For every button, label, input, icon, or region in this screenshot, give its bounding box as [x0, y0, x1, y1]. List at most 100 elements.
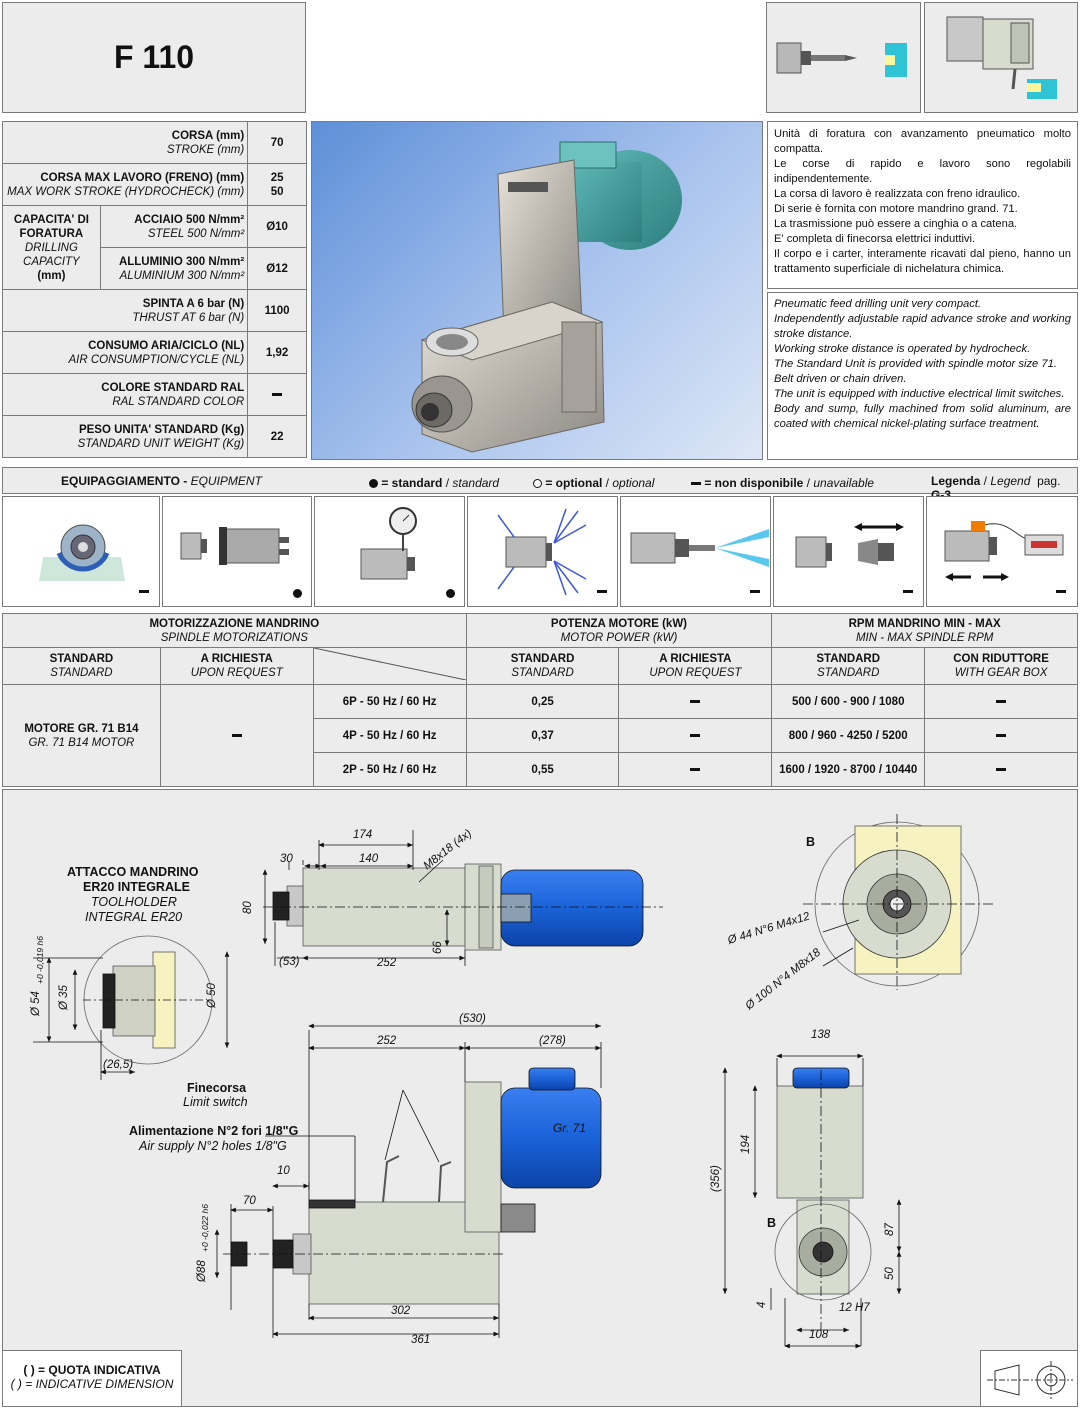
dim-50-front: 50 — [884, 1267, 896, 1280]
motor-row-power: 0,55 — [465, 752, 620, 787]
unavailable-dash-icon — [996, 767, 1007, 771]
description-it-box: Unità di foratura con avanzamento pneuma… — [767, 121, 1078, 289]
dim-phi100-holes: Ø 100 N°4 M8x18 — [743, 946, 824, 1013]
description-en-box: Pneumatic feed drilling unit very compac… — [767, 292, 1078, 460]
equipment-title: EQUIPAGGIAMENTO - EQUIPMENT — [61, 474, 262, 488]
spec-stroke-value: 70 — [247, 121, 307, 164]
spec-table: CORSA (mm)STROKE (mm) 70 CORSA MAX LAVOR… — [1, 121, 307, 458]
dim-phi35: Ø 35 — [58, 984, 70, 1011]
spec-steel-label-en: STEEL 500 N/mm² — [147, 227, 245, 240]
dim-70: 70 — [243, 1195, 256, 1207]
description-it-2: La corsa di lavoro è realizzata con fren… — [774, 188, 1021, 200]
limit-switch-label-it: Finecorsa — [187, 1081, 247, 1095]
unavailable-dash-icon — [231, 733, 242, 737]
dim-138: 138 — [811, 1029, 831, 1041]
air-supply-label-en: Air supply N°2 holes 1/8"G — [138, 1139, 287, 1153]
description-en-5: The unit is equipped with inductive elec… — [774, 388, 1065, 400]
dim-252-main: 252 — [376, 1035, 397, 1047]
unavailable-dash-icon — [690, 733, 701, 737]
subheader-power-standard-en: STANDARD — [511, 667, 574, 679]
dim-530: (530) — [459, 1013, 486, 1025]
spec-aluminium-label-en: ALUMINIUM 300 N/mm² — [119, 269, 245, 282]
equipment-status-1 — [137, 584, 151, 598]
product-photo — [311, 121, 763, 460]
dim-phi50: Ø 50 — [206, 982, 218, 1009]
subheader-power-request-en: UPON REQUEST — [649, 667, 742, 679]
hydraulic-brake-icon — [39, 524, 125, 581]
motor-row-poles: 4P - 50 Hz / 60 Hz — [312, 718, 467, 753]
description-en-1: Independently adjustable rapid advance s… — [774, 313, 1071, 340]
dim-phi88: Ø88 — [196, 1260, 208, 1283]
dim-53: (53) — [279, 956, 300, 968]
technical-drawing-panel: ATTACCO MANDRINO ER20 INTEGRALE TOOLHOLD… — [2, 789, 1078, 1407]
technical-drawing: ATTACCO MANDRINO ER20 INTEGRALE TOOLHOLD… — [30, 814, 993, 1349]
capacity-label-2: FORATURA — [19, 227, 84, 240]
dim-108: 108 — [809, 1329, 829, 1341]
subheader-standard: STANDARD — [49, 653, 114, 665]
electronic-control-icon — [944, 521, 1064, 581]
motor-row-rpm: 500 / 600 - 900 / 1080 — [771, 684, 926, 719]
description-en-6: Body and sump, fully machined from solid… — [774, 403, 1071, 430]
subheader-request-en: UPON REQUEST — [190, 667, 283, 679]
subheader-standard-en: STANDARD — [50, 667, 113, 679]
dim-174: 174 — [353, 829, 372, 841]
toolholder-label-it-2: ER20 INTEGRALE — [83, 880, 190, 894]
projection-symbol-icon — [987, 1361, 1073, 1399]
drilling-icon — [776, 42, 907, 77]
dim-phi44-holes: Ø 44 N°6 M4x12 — [725, 910, 811, 947]
unavailable-dash-icon — [597, 589, 607, 593]
footer-note: ( ) = QUOTA INDICATIVA ( ) = INDICATIVE … — [2, 1350, 182, 1407]
dim-361: 361 — [411, 1334, 430, 1346]
dim-356: (356) — [710, 1165, 722, 1192]
coolant-spray-icon — [497, 508, 587, 596]
subheader-rpm-standard: STANDARD — [816, 653, 881, 665]
equipment-cell-6 — [773, 496, 924, 607]
motor-row-rpm: 800 / 960 - 4250 / 5200 — [771, 718, 926, 753]
equipment-status-4 — [595, 584, 609, 598]
motor-row-power: 0,37 — [465, 718, 620, 753]
subheader-power-request: A RICHIESTA — [659, 653, 732, 665]
unavailable-dash-icon — [1056, 589, 1066, 593]
capacity-label-en-1: DRILLING — [24, 241, 78, 254]
spec-air-value: 1,92 — [247, 331, 307, 374]
unavailable-dash-icon — [272, 392, 283, 396]
multi-spindle-icon — [180, 527, 289, 565]
motor-row-power: 0,25 — [465, 684, 620, 719]
dim-phi54: Ø 54 — [30, 991, 42, 1017]
unavailable-dash-icon — [903, 589, 913, 593]
equipment-status-3 — [443, 586, 457, 600]
standard-dot-icon — [292, 588, 302, 598]
header-thumb-unit — [924, 2, 1078, 113]
unit-diagram-icon — [946, 16, 1057, 99]
dim-302: 302 — [391, 1305, 411, 1317]
motor-header-rpm-en: MIN - MAX SPINDLE RPM — [855, 631, 994, 644]
footer-note-it: ( ) = QUOTA INDICATIVA — [23, 1363, 161, 1377]
unavailable-dash-icon — [996, 699, 1007, 703]
description-it-4: La trasmissione può essere a cinghia o a… — [774, 218, 1018, 230]
dim-26-5: (26,5) — [103, 1059, 133, 1071]
unavailable-dash-icon — [690, 767, 701, 771]
description-en-3: The Standard Unit is provided with spind… — [774, 358, 1057, 370]
equipment-status-7 — [1054, 584, 1068, 598]
unavailable-dash-icon — [690, 699, 701, 703]
optional-circle-icon — [533, 479, 542, 489]
dim-80: 80 — [242, 901, 254, 914]
motor-header-rpm: RPM MANDRINO MIN - MAX — [848, 617, 1001, 630]
spec-thrust-label-en: THRUST AT 6 bar (N) — [132, 311, 245, 324]
motor-row-poles: 6P - 50 Hz / 60 Hz — [312, 684, 467, 719]
dim-4: 4 — [756, 1302, 768, 1308]
capacity-label-en-2: CAPACITY — [23, 255, 80, 268]
equipment-cell-1 — [2, 496, 160, 607]
capacity-label-1: CAPACITA' DI — [13, 213, 89, 226]
motor-type: MOTORE GR. 71 B14 — [24, 722, 139, 735]
spec-max-stroke-value1: 25 — [270, 171, 284, 184]
dim-66: 66 — [432, 941, 444, 954]
toolholder-label-it-1: ATTACCO MANDRINO — [67, 865, 199, 879]
equipment-status-2 — [290, 586, 304, 600]
model-title-box: F 110 — [2, 2, 306, 113]
standard-dot-icon — [445, 588, 455, 598]
spec-thrust-label: SPINTA A 6 bar (N) — [142, 297, 245, 310]
motor-type-en: GR. 71 B14 MOTOR — [28, 736, 135, 749]
drilling-unit-photo — [411, 141, 682, 453]
description-en-0: Pneumatic feed drilling unit very compac… — [774, 298, 982, 310]
